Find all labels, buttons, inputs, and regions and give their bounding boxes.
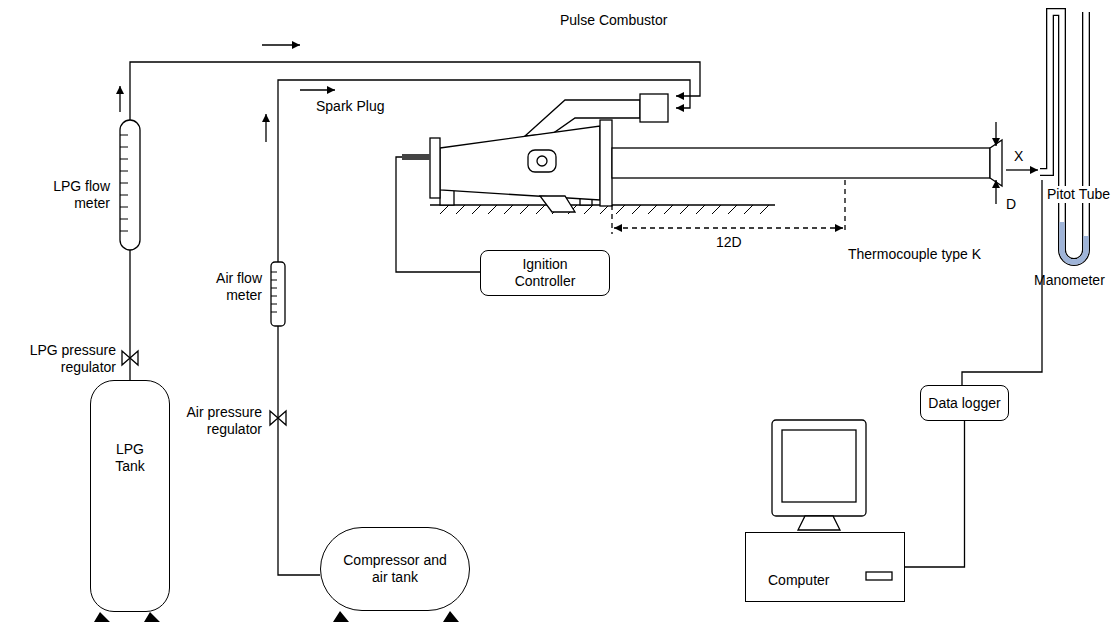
monitor-stand xyxy=(798,516,840,530)
part-label: Spark Plug xyxy=(316,98,384,115)
spark-plug xyxy=(402,154,430,160)
tank-shape: LPG Tank xyxy=(90,380,170,612)
part-label: D xyxy=(1006,196,1016,213)
node-label: Computer xyxy=(768,572,829,589)
part-label: Pulse Combustor xyxy=(560,12,667,29)
part-label: LPG pressure regulator xyxy=(20,342,116,376)
combustor-window xyxy=(537,156,547,166)
meter-ticks xyxy=(120,135,128,231)
valve-symbol xyxy=(270,411,286,425)
tank-feet xyxy=(333,611,459,622)
combustor-flange xyxy=(600,120,612,206)
pitot-tube xyxy=(1040,12,1086,262)
part-label: Air flow meter xyxy=(196,270,262,304)
pitot-tube xyxy=(1040,12,1086,262)
combustor-window xyxy=(528,150,556,172)
thermocouple-wire xyxy=(962,180,1042,385)
signal-wire xyxy=(905,421,965,567)
part-label: 12D xyxy=(716,234,742,251)
flow-arrow xyxy=(119,86,120,112)
node-label: Ignition Controller xyxy=(503,256,587,290)
part-label: Air pressure regulator xyxy=(168,404,262,438)
dimension-line xyxy=(614,227,843,228)
node-label: LPG Tank xyxy=(106,441,154,475)
flow-arrow xyxy=(262,44,300,45)
valve-symbol xyxy=(122,351,138,365)
manometer-liquid xyxy=(1062,222,1086,262)
monitor-screen xyxy=(782,430,856,502)
ignition-wire xyxy=(396,157,480,272)
tail-pipe-exit xyxy=(990,140,1002,186)
inlet-fitting xyxy=(640,94,668,122)
lpg-pipe xyxy=(130,62,700,380)
dimension-arrow xyxy=(995,122,996,146)
node-label: Data logger xyxy=(928,395,1000,412)
monitor xyxy=(772,420,866,516)
node-label: Compressor and air tank xyxy=(335,552,455,586)
tank-feet xyxy=(94,612,160,622)
flow-meter xyxy=(271,262,285,326)
inlet-pipe xyxy=(540,196,575,212)
part-label: Thermocouple type K xyxy=(848,246,981,263)
drive-slot xyxy=(866,572,892,580)
flow-arrow xyxy=(300,89,335,90)
part-label: Manometer xyxy=(1034,272,1105,289)
part-label: X xyxy=(1014,148,1023,165)
part-label: LPG flow meter xyxy=(40,178,110,212)
dimension-arrow xyxy=(995,180,996,204)
combustor-flange xyxy=(430,138,440,198)
meter-ticks xyxy=(271,272,277,312)
tail-pipe xyxy=(612,148,990,178)
flow-arrow xyxy=(1006,169,1038,170)
combustor-chamber xyxy=(440,126,600,200)
part-label: Pitot Tube xyxy=(1046,186,1111,203)
computer-case: Computer xyxy=(745,532,905,602)
flow-meter xyxy=(120,120,140,250)
dimension-line xyxy=(612,180,845,234)
flow-arrow xyxy=(265,114,266,142)
tank-shape: Compressor and air tank xyxy=(320,527,470,611)
controller-box: Ignition Controller xyxy=(480,250,610,296)
logger-box: Data logger xyxy=(920,385,1009,421)
